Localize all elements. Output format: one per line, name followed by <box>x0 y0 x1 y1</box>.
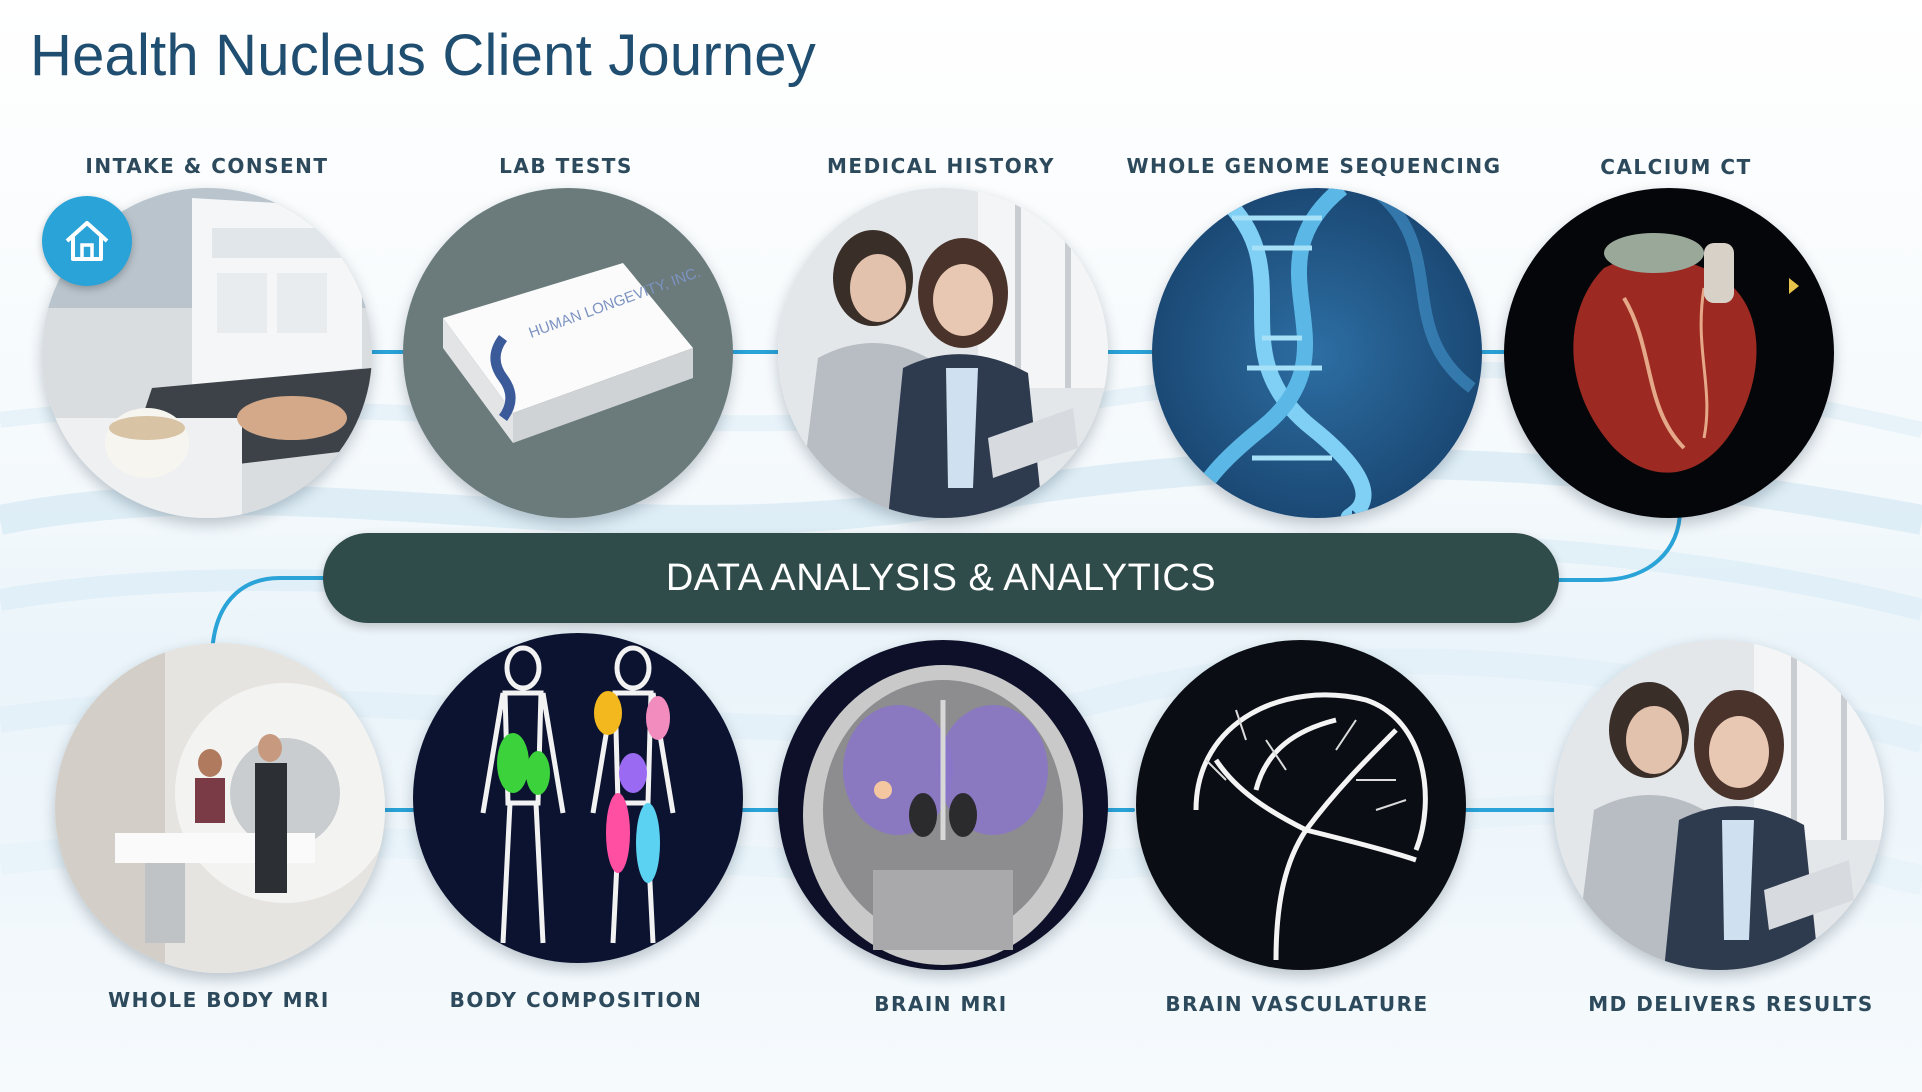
image-body-composition[interactable] <box>413 633 743 963</box>
connector-curve-right <box>1540 510 1682 582</box>
label-medical-history: MEDICAL HISTORY <box>827 154 1055 178</box>
connector-top-4 <box>1480 350 1510 354</box>
label-lab-tests: LAB TESTS <box>499 154 633 178</box>
connector-top-2 <box>730 350 780 354</box>
image-whole-genome-sequencing[interactable] <box>1152 188 1482 518</box>
connector-bottom-2 <box>730 808 780 812</box>
label-whole-genome-sequencing: WHOLE GENOME SEQUENCING <box>1126 154 1502 178</box>
connector-bottom-1 <box>370 808 420 812</box>
image-md-delivers-results[interactable] <box>1554 640 1884 970</box>
image-whole-body-mri[interactable] <box>55 643 385 973</box>
label-brain-vasculature: BRAIN VASCULATURE <box>1165 992 1429 1016</box>
label-calcium-ct: CALCIUM CT <box>1600 155 1752 179</box>
label-whole-body-mri: WHOLE BODY MRI <box>108 988 330 1012</box>
connector-bottom-4 <box>1460 808 1555 812</box>
label-md-delivers-results: MD DELIVERS RESULTS <box>1588 992 1874 1016</box>
image-brain-vasculature[interactable] <box>1136 640 1466 970</box>
image-lab-tests[interactable]: HUMAN LONGEVITY, INC. <box>403 188 733 518</box>
banner-text: DATA ANALYSIS & ANALYTICS <box>665 556 1217 599</box>
home-icon <box>65 221 109 261</box>
image-brain-mri[interactable] <box>778 640 1108 970</box>
image-calcium-ct[interactable] <box>1504 188 1834 518</box>
connector-curve-left <box>210 576 350 660</box>
connector-bottom-3 <box>1105 808 1135 812</box>
page-title: Health Nucleus Client Journey <box>30 23 816 88</box>
label-body-composition: BODY COMPOSITION <box>449 988 703 1012</box>
label-brain-mri: BRAIN MRI <box>874 992 1008 1016</box>
image-medical-history[interactable] <box>778 188 1108 518</box>
label-intake-consent: INTAKE & CONSENT <box>85 154 329 178</box>
connector-top-1 <box>360 350 410 354</box>
connector-top-3 <box>1105 350 1155 354</box>
home-button[interactable] <box>42 196 132 286</box>
data-analysis-banner: DATA ANALYSIS & ANALYTICS <box>323 533 1559 623</box>
